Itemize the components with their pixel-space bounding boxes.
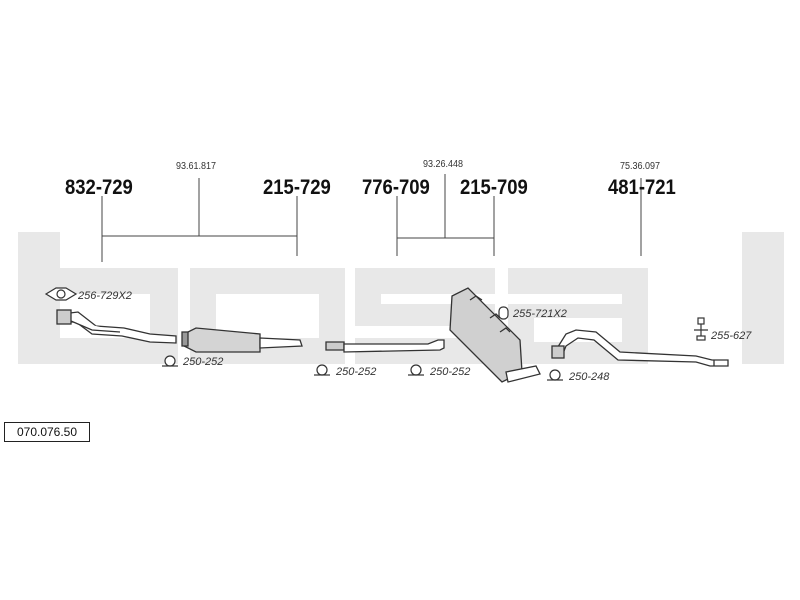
fitting-label-gasket: 256-729X2 [78,290,132,302]
clamp-icon [314,364,330,376]
fitting-label-clamp: 250-252 [430,366,471,378]
part-number-215-729[interactable]: 215-729 [263,176,331,199]
gasket-icon [44,287,78,301]
fitting-label-hanger: 255-627 [711,330,752,342]
reference-number: 070.076.50 [4,422,90,442]
leader-lines [101,174,642,262]
assembly-code-front: 93.61.817 [176,161,217,172]
assembly-code-middle: 93.26.448 [423,159,464,170]
rubber-mount-icon [498,306,509,320]
part-number-776-709[interactable]: 776-709 [362,176,430,199]
front-pipe [56,309,177,344]
fitting-label-clamp: 250-252 [336,366,377,378]
clamp-icon [408,364,424,376]
clamp-icon [162,355,178,367]
middle-pipe [325,339,445,353]
fitting-label-clamp: 250-252 [183,356,224,368]
clamp-icon [547,369,563,381]
fitting-label-clamp: 250-248 [569,371,610,383]
front-silencer [181,327,303,353]
part-number-481-721[interactable]: 481-721 [608,176,676,199]
rear-silencer [449,287,541,383]
hanger-icon [694,317,708,341]
assembly-code-rear: 75.36.097 [620,161,661,172]
part-number-215-709[interactable]: 215-709 [460,176,528,199]
fitting-label-rubber-mount: 255-721X2 [513,308,567,320]
part-number-832-729[interactable]: 832-729 [65,176,133,199]
tail-pipe [551,329,729,367]
